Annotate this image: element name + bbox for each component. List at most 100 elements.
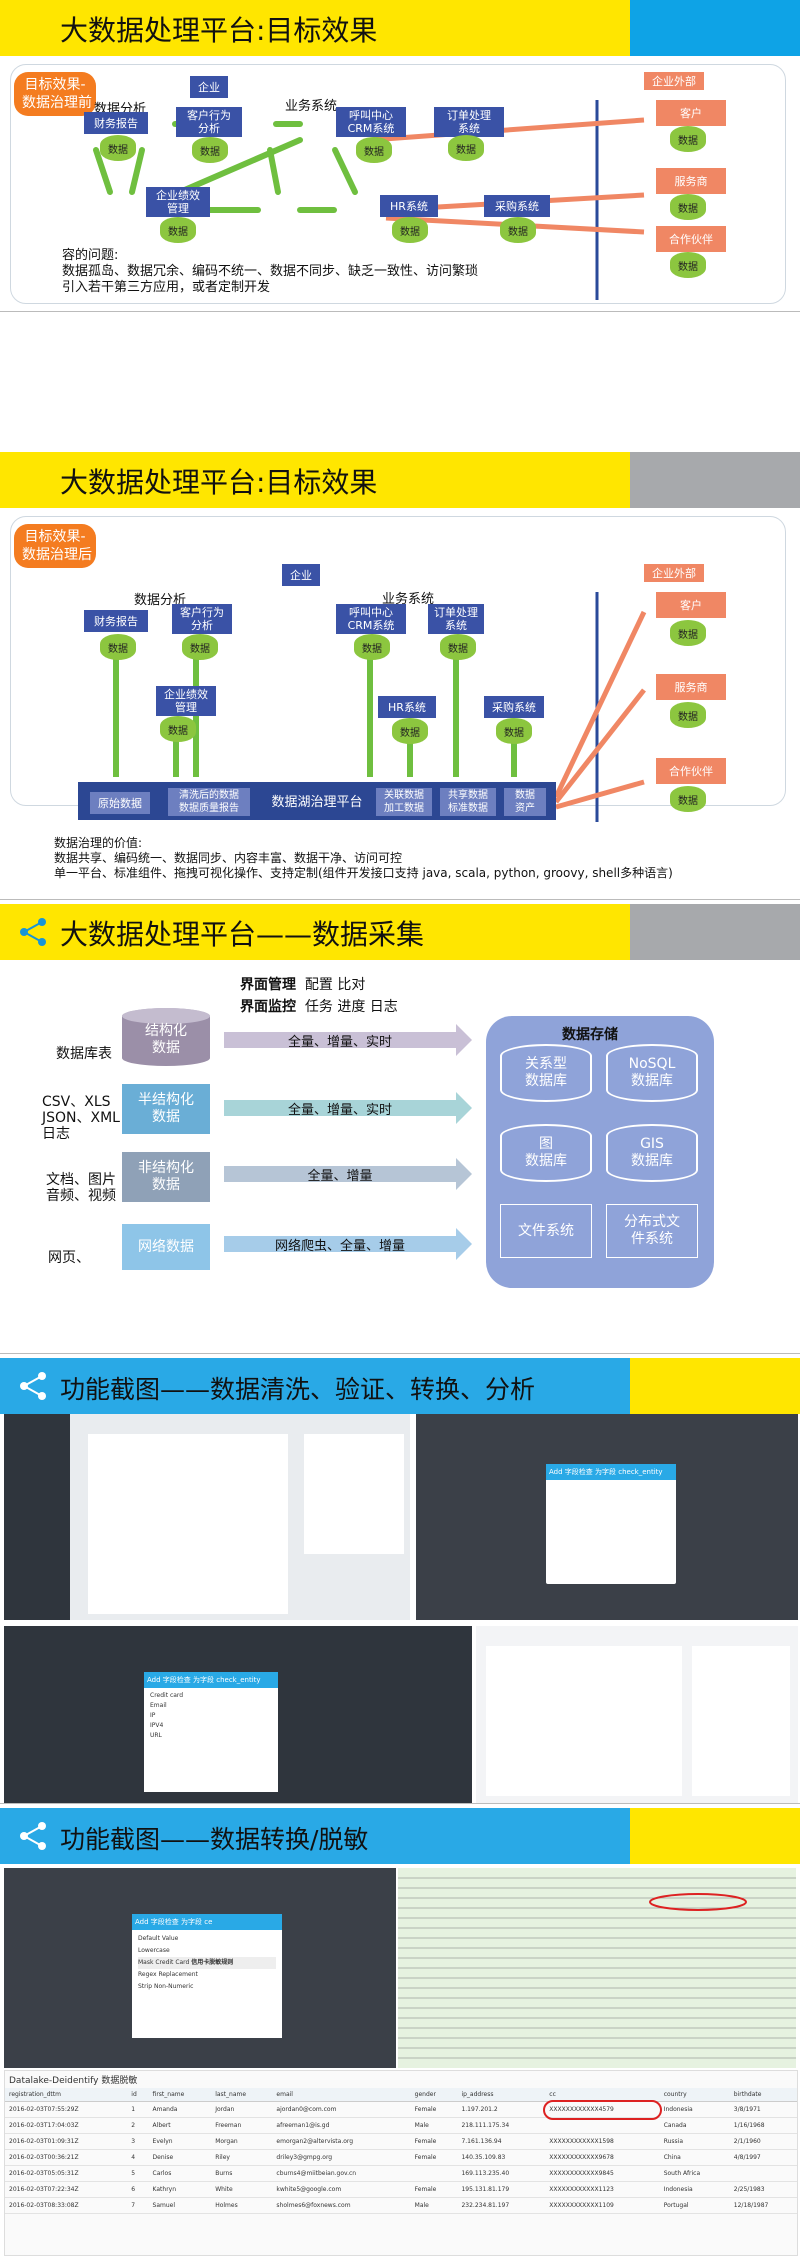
table-cell: Amanda	[148, 2101, 212, 2118]
table-cell: 1	[127, 2101, 149, 2118]
db-kpi: 数据	[160, 716, 196, 742]
mgmt-row: 界面管理 配置 比对	[240, 977, 366, 993]
db-ext-customer: 数据	[670, 620, 706, 646]
table-cell: 5	[127, 2165, 149, 2182]
table-cell: 2016-02-03T05:05:31Z	[5, 2165, 128, 2182]
dialog-title: Add 字段检查 为字段 check_entity	[144, 1672, 278, 1688]
table-cell: Male	[410, 2197, 458, 2214]
group-business-label: 业务系统	[285, 99, 338, 114]
table-cell: XXXXXXXXXXXX9678	[545, 2149, 660, 2166]
slide-title: 大数据处理平台——数据采集	[60, 918, 425, 951]
source-media: 文档、图片 音频、视频	[46, 1172, 116, 1204]
storage-title: 数据存储	[562, 1027, 618, 1043]
table-cell: 232.234.81.197	[457, 2197, 546, 2214]
arrow-label-1: 全量、增量、实时	[287, 1034, 392, 1050]
screenshot-config-form	[476, 1626, 798, 1803]
table-cell: Female	[410, 2101, 458, 2118]
box-finance-report: 财务报告	[84, 112, 148, 134]
box-finance-report: 财务报告	[84, 610, 148, 632]
value-note: 数据治理的价值: 数据共享、编码统一、数据同步、内容丰富、数据干净、访问可控 单…	[54, 836, 673, 880]
enterprise-label: 企业	[190, 76, 228, 98]
table-cell: XXXXXXXXXXXX1109	[545, 2197, 660, 2214]
table-cell: driley3@gmpg.org	[272, 2149, 411, 2166]
table-cell: Jordan	[211, 2101, 273, 2118]
db-finance: 数据	[100, 135, 136, 161]
table-cell: Female	[410, 2181, 458, 2198]
enterprise-label: 企业	[282, 564, 320, 586]
storage-distributed-fs: 分布式文 件系统	[606, 1204, 698, 1258]
table-cell: Carlos	[148, 2165, 212, 2182]
storage-graph: 图 数据库	[500, 1124, 592, 1182]
db-crm: 数据	[356, 137, 392, 163]
storage-nosql: NoSQL 数据库	[606, 1044, 698, 1102]
table-cell: XXXXXXXXXXXX9845	[545, 2165, 660, 2182]
storage-relational: 关系型 数据库	[500, 1044, 592, 1102]
target-tag: 目标效果- 数据治理前	[14, 72, 96, 116]
table-header-cell: email	[272, 2088, 411, 2102]
slide-title: 大数据处理平台:目标效果	[60, 466, 378, 499]
db-customer: 数据	[182, 634, 218, 660]
table-cell: sholmes6@foxnews.com	[272, 2197, 411, 2214]
box-kpi: 企业绩效 管理	[146, 187, 210, 217]
db-crm: 数据	[354, 634, 390, 660]
table-cell: Samuel	[148, 2197, 212, 2214]
db-ext-partner: 数据	[670, 252, 706, 278]
table-cell: Portugal	[659, 2197, 730, 2214]
ext-customer: 客户	[656, 592, 726, 618]
slide-title: 大数据处理平台:目标效果	[60, 14, 378, 47]
sheet-lines	[398, 1877, 796, 2059]
db-customer: 数据	[192, 137, 228, 163]
table-cell: 7	[127, 2197, 149, 2214]
flow-arrows	[113, 592, 647, 822]
slide-governance-before: 大数据处理平台:目标效果 目标效果- 数据治理前 企业 企业外部 数据分析 业务…	[0, 0, 800, 312]
bar-shared-data: 共享数据 标准数据	[440, 788, 496, 816]
slide-header: 功能截图——数据清洗、验证、转换、分析	[0, 1358, 800, 1414]
db-kpi: 数据	[160, 217, 196, 243]
slide-governance-after-frame: 大数据处理平台:目标效果 目标效果- 数据治理后 企业 企业外部 数据分析 业务…	[0, 452, 800, 900]
db-hr: 数据	[392, 718, 428, 744]
arrow-label-3: 全量、增量	[307, 1168, 373, 1184]
bar-platform: 数据湖治理平台	[271, 794, 363, 810]
slide-title: 功能截图——数据清洗、验证、转换、分析	[60, 1375, 536, 1404]
table-cell: Holmes	[211, 2197, 273, 2214]
table-cell	[545, 2117, 660, 2134]
table-cell: South Africa	[659, 2165, 730, 2182]
table-header-cell: country	[659, 2088, 730, 2102]
group-business-label: 业务系统	[382, 592, 435, 607]
table-cell	[729, 2165, 797, 2182]
box-order: 订单处理 系统	[428, 604, 484, 634]
table-header-cell: cc	[545, 2088, 660, 2102]
table-header-cell: last_name	[211, 2088, 273, 2102]
box-crm: 呼叫中心 CRM系统	[336, 107, 406, 137]
table-cell: Indonesia	[659, 2181, 730, 2198]
slide-function-cleaning: 功能截图——数据清洗、验证、转换、分析 Add 字段检查 为字段 check_e…	[0, 1358, 800, 1804]
table-cell	[410, 2165, 458, 2182]
ext-customer: 客户	[656, 100, 726, 126]
screenshot-masked-data-sheet	[398, 1868, 796, 2068]
table-cell: XXXXXXXXXXXX1598	[545, 2133, 660, 2150]
arrow-label-4: 网络爬虫、全量、增量	[274, 1238, 405, 1254]
table-cell: kwhite5@google.com	[272, 2181, 411, 2198]
monitor-row: 界面监控 任务 进度 日志	[240, 999, 398, 1015]
slide-data-collection: 大数据处理平台——数据采集 界面管理 配置 比对 界面监控 任务 进度 日志 数…	[0, 904, 800, 1354]
box-hr: HR系统	[378, 696, 436, 718]
ext-service: 服务商	[656, 674, 726, 700]
table-cell: 12/18/1987	[729, 2197, 797, 2214]
table-cell: cburns4@miitbeian.gov.cn	[272, 2165, 411, 2182]
bar-raw-data: 原始数据	[90, 792, 150, 814]
target-tag: 目标效果- 数据治理后	[14, 524, 96, 568]
box-customer-analysis: 客户行为 分析	[176, 107, 242, 137]
ext-partner: 合作伙伴	[656, 758, 726, 784]
external-label: 企业外部	[644, 72, 704, 90]
table-cell: 2/25/1983	[729, 2181, 797, 2198]
db-purchase: 数据	[500, 217, 536, 243]
